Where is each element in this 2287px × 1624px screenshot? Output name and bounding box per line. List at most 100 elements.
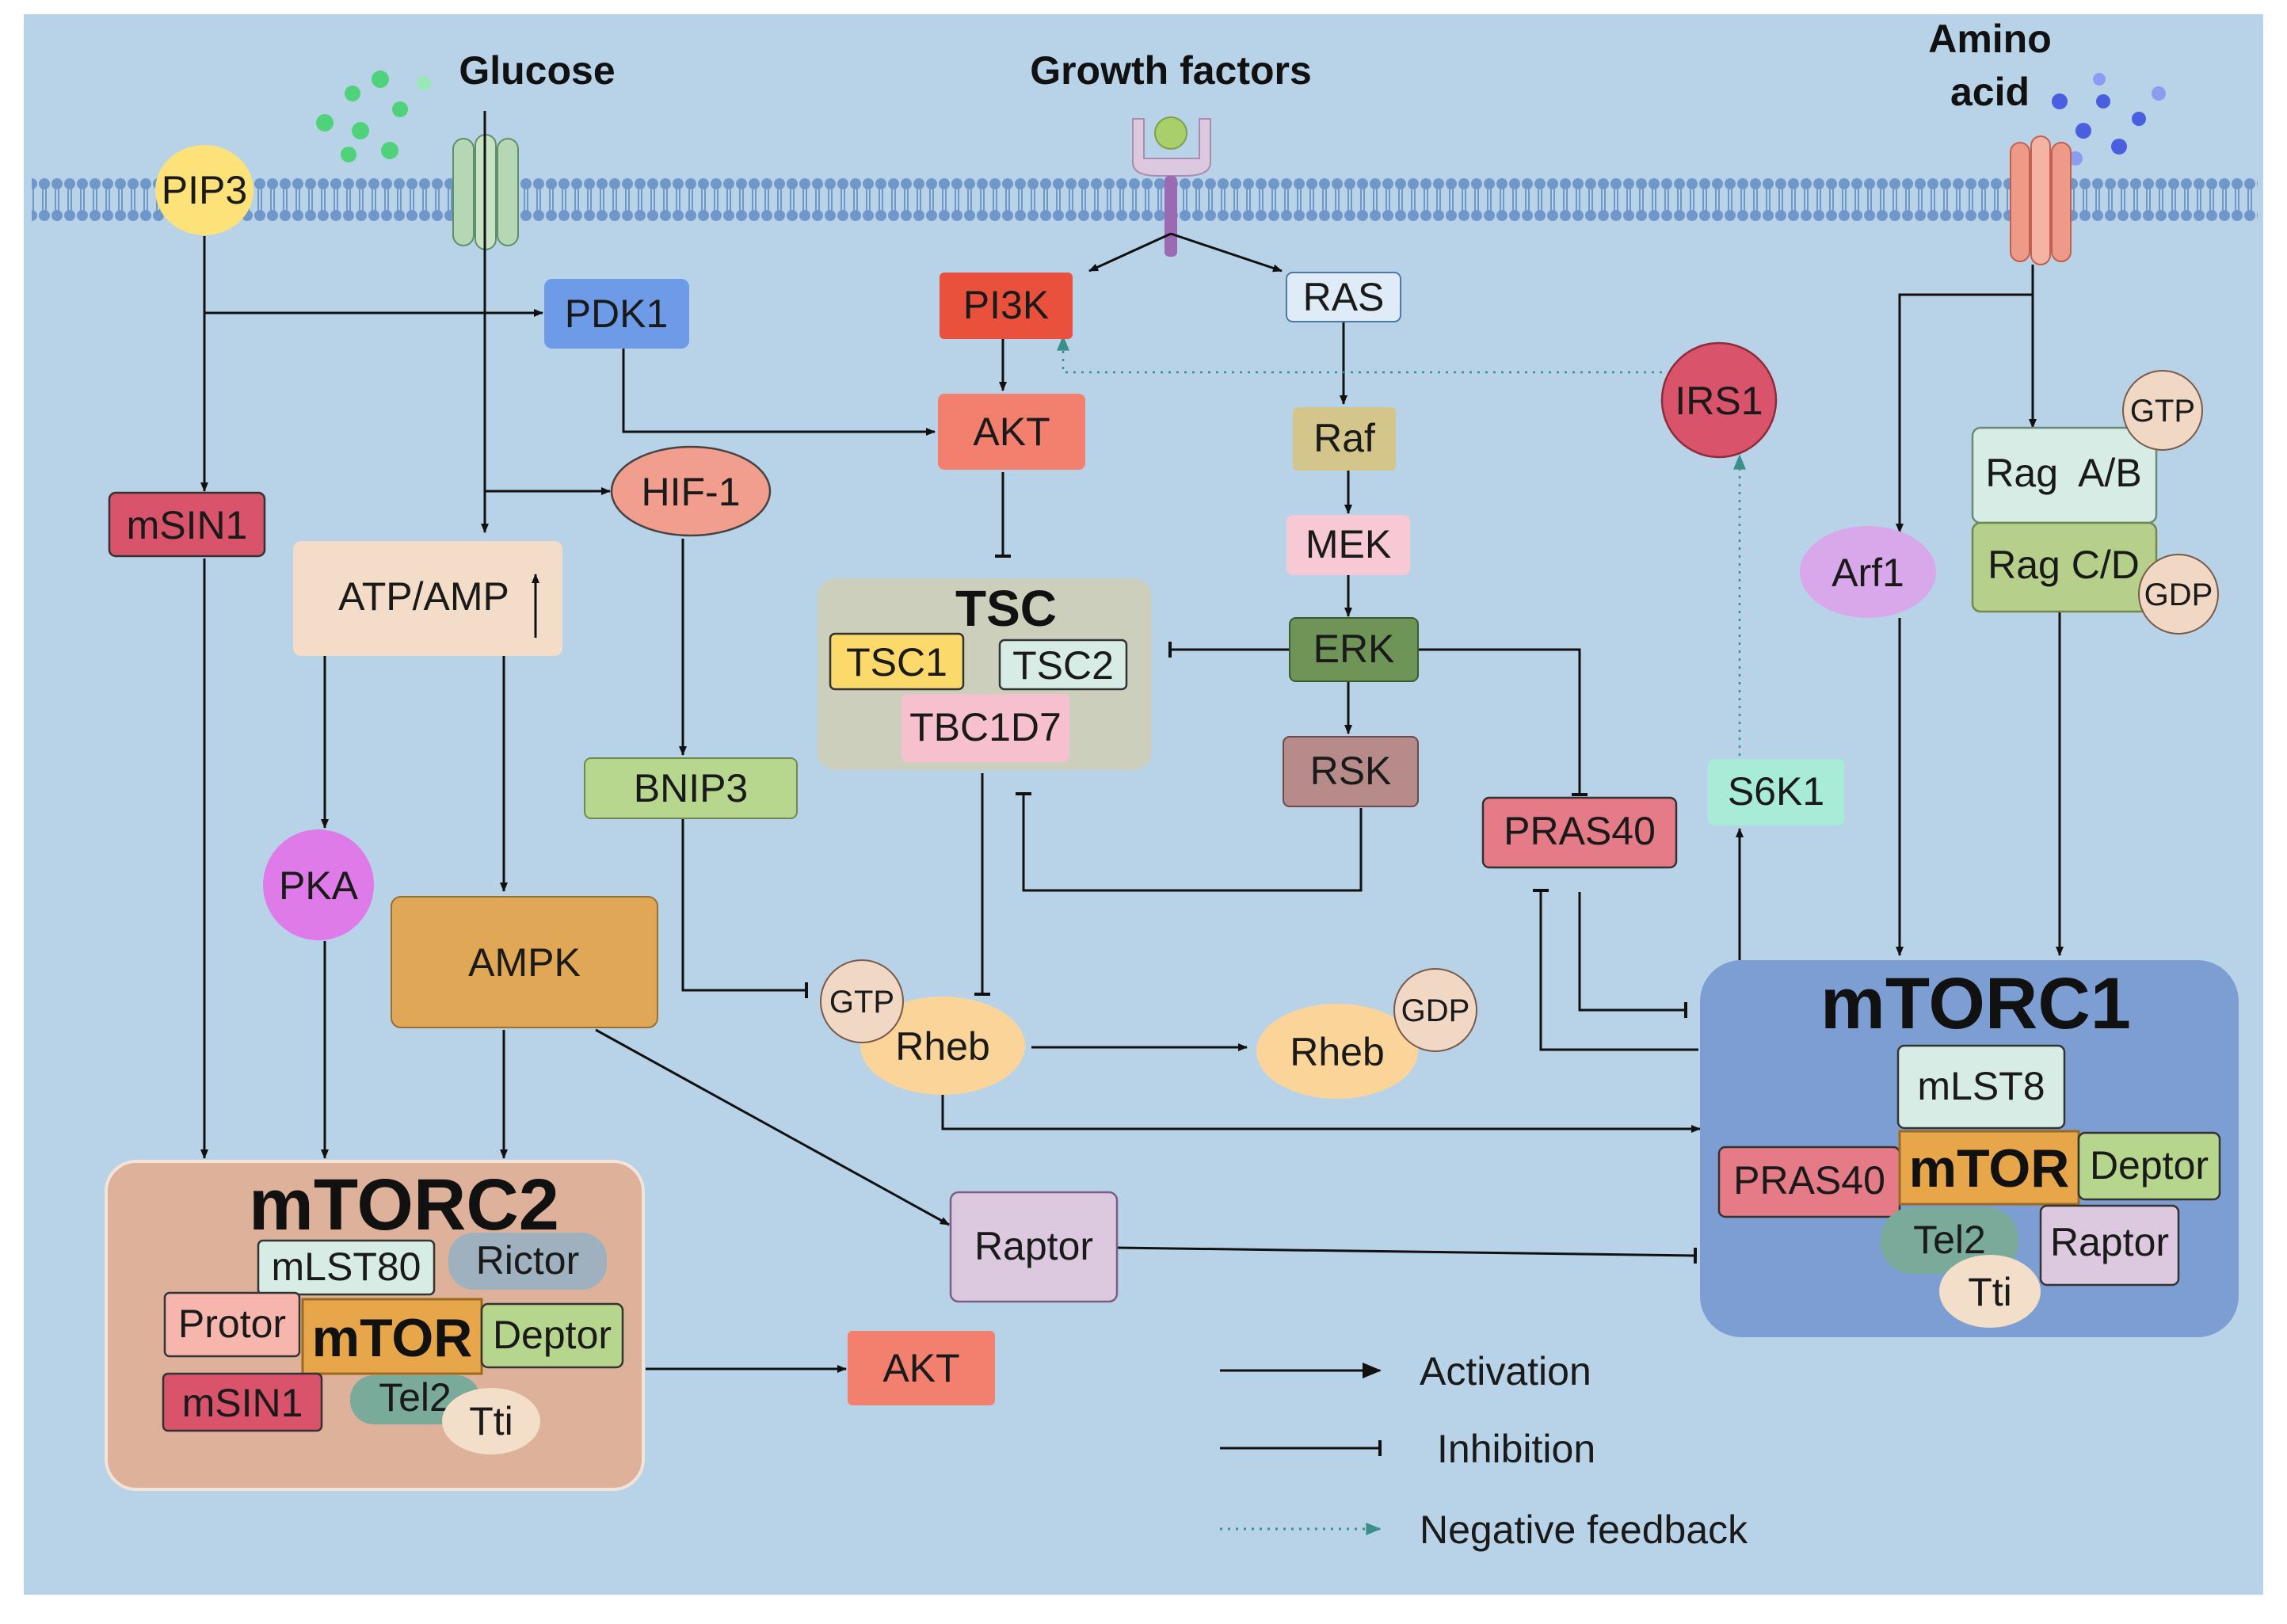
mtorc1-complex: mTORC1 mLST8 PRAS40 mTOR Deptor Tel2 Rap… <box>1700 960 2239 1337</box>
ras-node: RAS <box>1286 272 1401 322</box>
svg-text:Rheb: Rheb <box>1290 1030 1385 1074</box>
glucose-molecules-icon <box>316 71 431 162</box>
svg-text:GTP: GTP <box>2130 394 2195 429</box>
svg-text:TSC: TSC <box>955 580 1057 637</box>
mtorc2-mlst8 <box>257 1239 436 1296</box>
erk-node: ERK <box>1289 617 1419 682</box>
tsc1-node <box>829 632 965 691</box>
amino-acid-molecules-icon <box>2052 73 2166 166</box>
svg-text:GTP: GTP <box>829 985 894 1020</box>
svg-text:Tti: Tti <box>1968 1270 2012 1314</box>
svg-text:BNIP3: BNIP3 <box>634 766 749 810</box>
hif1-node: HIF-1 <box>610 445 772 537</box>
svg-text:Rictor: Rictor <box>476 1238 580 1283</box>
cell-membrane <box>32 177 2258 222</box>
mtorc2-rictor <box>448 1233 607 1290</box>
rsk-node: RSK <box>1283 736 1419 807</box>
pka-node: PKA <box>263 829 374 940</box>
svg-text:Deptor: Deptor <box>2090 1143 2209 1188</box>
rheb-gtp-node: Rheb GTP <box>820 959 1025 1095</box>
svg-text:TSC2: TSC2 <box>1012 643 1114 688</box>
legend-inhibition-label: Inhibition <box>1437 1427 1595 1471</box>
svg-text:mTORC1: mTORC1 <box>1820 963 2131 1044</box>
ampk-node: AMPK <box>391 896 658 1028</box>
svg-text:mTORC2: mTORC2 <box>249 1165 559 1245</box>
tsc-complex: TSC TSC1 TSC2 TBC1D7 <box>818 578 1152 770</box>
svg-text:HIF-1: HIF-1 <box>642 470 741 514</box>
mtorc1-deptor <box>2077 1131 2221 1201</box>
svg-text:Raptor: Raptor <box>2050 1220 2169 1264</box>
edges <box>200 111 2064 1373</box>
gdp-badge <box>1393 968 1477 1052</box>
svg-text:Deptor: Deptor <box>493 1313 612 1357</box>
svg-text:AKT: AKT <box>973 410 1050 454</box>
growth-factor-receptor-icon <box>1132 116 1211 257</box>
mtorc1-raptor <box>2039 1204 2180 1287</box>
mtorc2-msin1 <box>162 1372 323 1432</box>
tbc1d7-node <box>901 694 1069 762</box>
svg-text:ATP/AMP: ATP/AMP <box>338 574 509 619</box>
growth-factors-label: Growth factors <box>1030 48 1312 93</box>
rag-gdp-badge <box>2138 554 2219 635</box>
svg-text:GDP: GDP <box>1401 993 1470 1028</box>
arf1-node: Arf1 <box>1800 526 1936 618</box>
pip3-node: PIP3 <box>155 145 253 235</box>
svg-text:Raptor: Raptor <box>974 1224 1093 1268</box>
svg-text:IRS1: IRS1 <box>1675 379 1763 423</box>
svg-text:PRAS40: PRAS40 <box>1504 809 1656 853</box>
raptor-node: Raptor <box>949 1191 1119 1303</box>
svg-text:PDK1: PDK1 <box>565 292 669 336</box>
svg-text:Rag C/D: Rag C/D <box>1988 543 2140 587</box>
atp-amp-node: ATP/AMP <box>293 541 562 656</box>
svg-text:mTOR: mTOR <box>312 1308 473 1368</box>
mtorc2-tti <box>442 1388 540 1454</box>
svg-text:PKA: PKA <box>279 863 359 908</box>
svg-text:Arf1: Arf1 <box>1832 551 1904 595</box>
mtorc1-tti <box>1939 1255 2041 1328</box>
glucose-label: Glucose <box>459 48 615 93</box>
svg-text:mLST80: mLST80 <box>272 1245 421 1289</box>
svg-text:GDP: GDP <box>2144 578 2213 612</box>
rag-gtp-badge <box>2122 370 2203 451</box>
svg-text:PI3K: PI3K <box>963 283 1049 327</box>
svg-text:mSIN1: mSIN1 <box>182 1381 303 1425</box>
akt-output-node: AKT <box>848 1331 995 1405</box>
rheb-gdp-node: Rheb GDP <box>1256 968 1477 1099</box>
svg-text:Rag A/B: Rag A/B <box>1985 451 2141 495</box>
pi3k-node: PI3K <box>940 273 1073 339</box>
svg-text:mLST8: mLST8 <box>1917 1064 2045 1108</box>
svg-text:RSK: RSK <box>1310 749 1392 793</box>
tsc2-node <box>998 639 1128 691</box>
amino-acid-label-line2: acid <box>1950 70 2030 114</box>
svg-text:RAS: RAS <box>1303 275 1385 319</box>
svg-text:AMPK: AMPK <box>468 940 581 985</box>
irs1-node: IRS1 <box>1660 341 1778 459</box>
legend-activation-label: Activation <box>1420 1349 1591 1393</box>
s6k1-node: S6K1 <box>1708 759 1844 825</box>
rag-complex: Rag A/B Rag C/D GTP GDP <box>1971 370 2219 635</box>
svg-text:Rheb: Rheb <box>895 1024 990 1069</box>
svg-text:TBC1D7: TBC1D7 <box>909 705 1062 749</box>
msin1-node: mSIN1 <box>108 491 266 558</box>
svg-text:Raf: Raf <box>1313 416 1375 460</box>
akt-node: AKT <box>938 394 1085 470</box>
mtorc1-mtor <box>1898 1130 2080 1206</box>
svg-text:AKT: AKT <box>882 1346 959 1390</box>
svg-text:S6K1: S6K1 <box>1728 769 1824 814</box>
svg-text:PIP3: PIP3 <box>162 168 247 212</box>
svg-text:mTOR: mTOR <box>1909 1138 2070 1199</box>
mtorc2-deptor <box>480 1302 624 1369</box>
amino-acid-transporter-icon <box>2010 135 2072 265</box>
bnip3-node: BNIP3 <box>584 757 798 819</box>
svg-text:MEK: MEK <box>1305 522 1391 566</box>
svg-text:PRAS40: PRAS40 <box>1733 1158 1885 1203</box>
raf-node: Raf <box>1293 407 1396 471</box>
mtorc2-complex: mTORC2 mLST80 Rictor Protor mTOR Deptor … <box>105 1160 645 1491</box>
mtorc2-mtor <box>301 1298 483 1375</box>
legend: Activation Inhibition Negative feedback <box>1220 1349 1748 1552</box>
pdk1-node: PDK1 <box>544 279 689 349</box>
svg-text:TSC1: TSC1 <box>846 640 947 684</box>
legend-feedback-label: Negative feedback <box>1420 1508 1748 1552</box>
svg-text:mSIN1: mSIN1 <box>127 503 248 547</box>
